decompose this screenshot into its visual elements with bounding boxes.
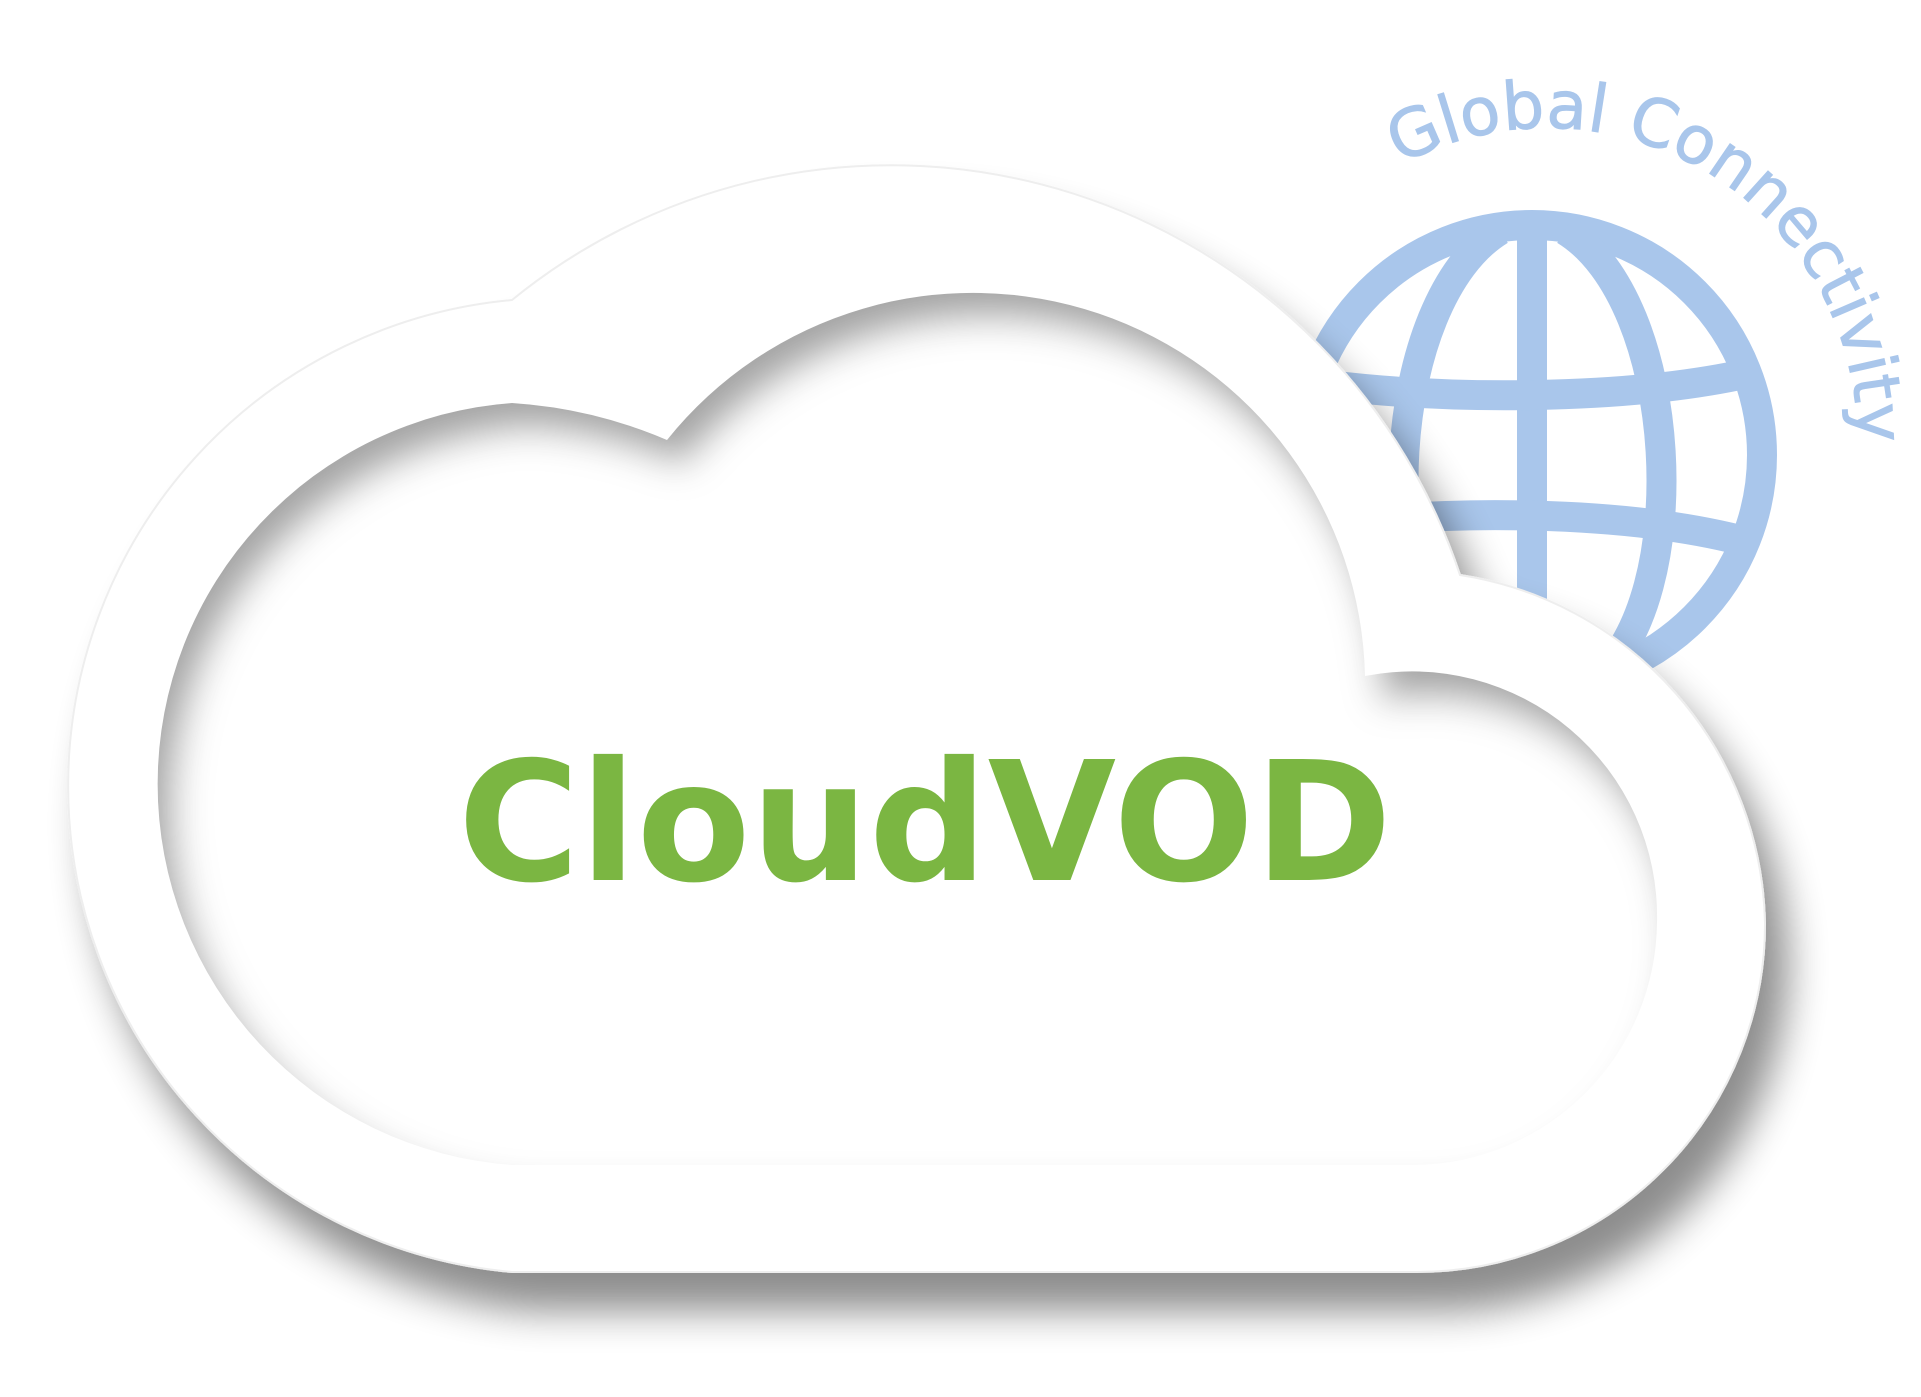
cloud-icon xyxy=(67,164,1767,1273)
brand-name: CloudVOD xyxy=(458,727,1392,920)
